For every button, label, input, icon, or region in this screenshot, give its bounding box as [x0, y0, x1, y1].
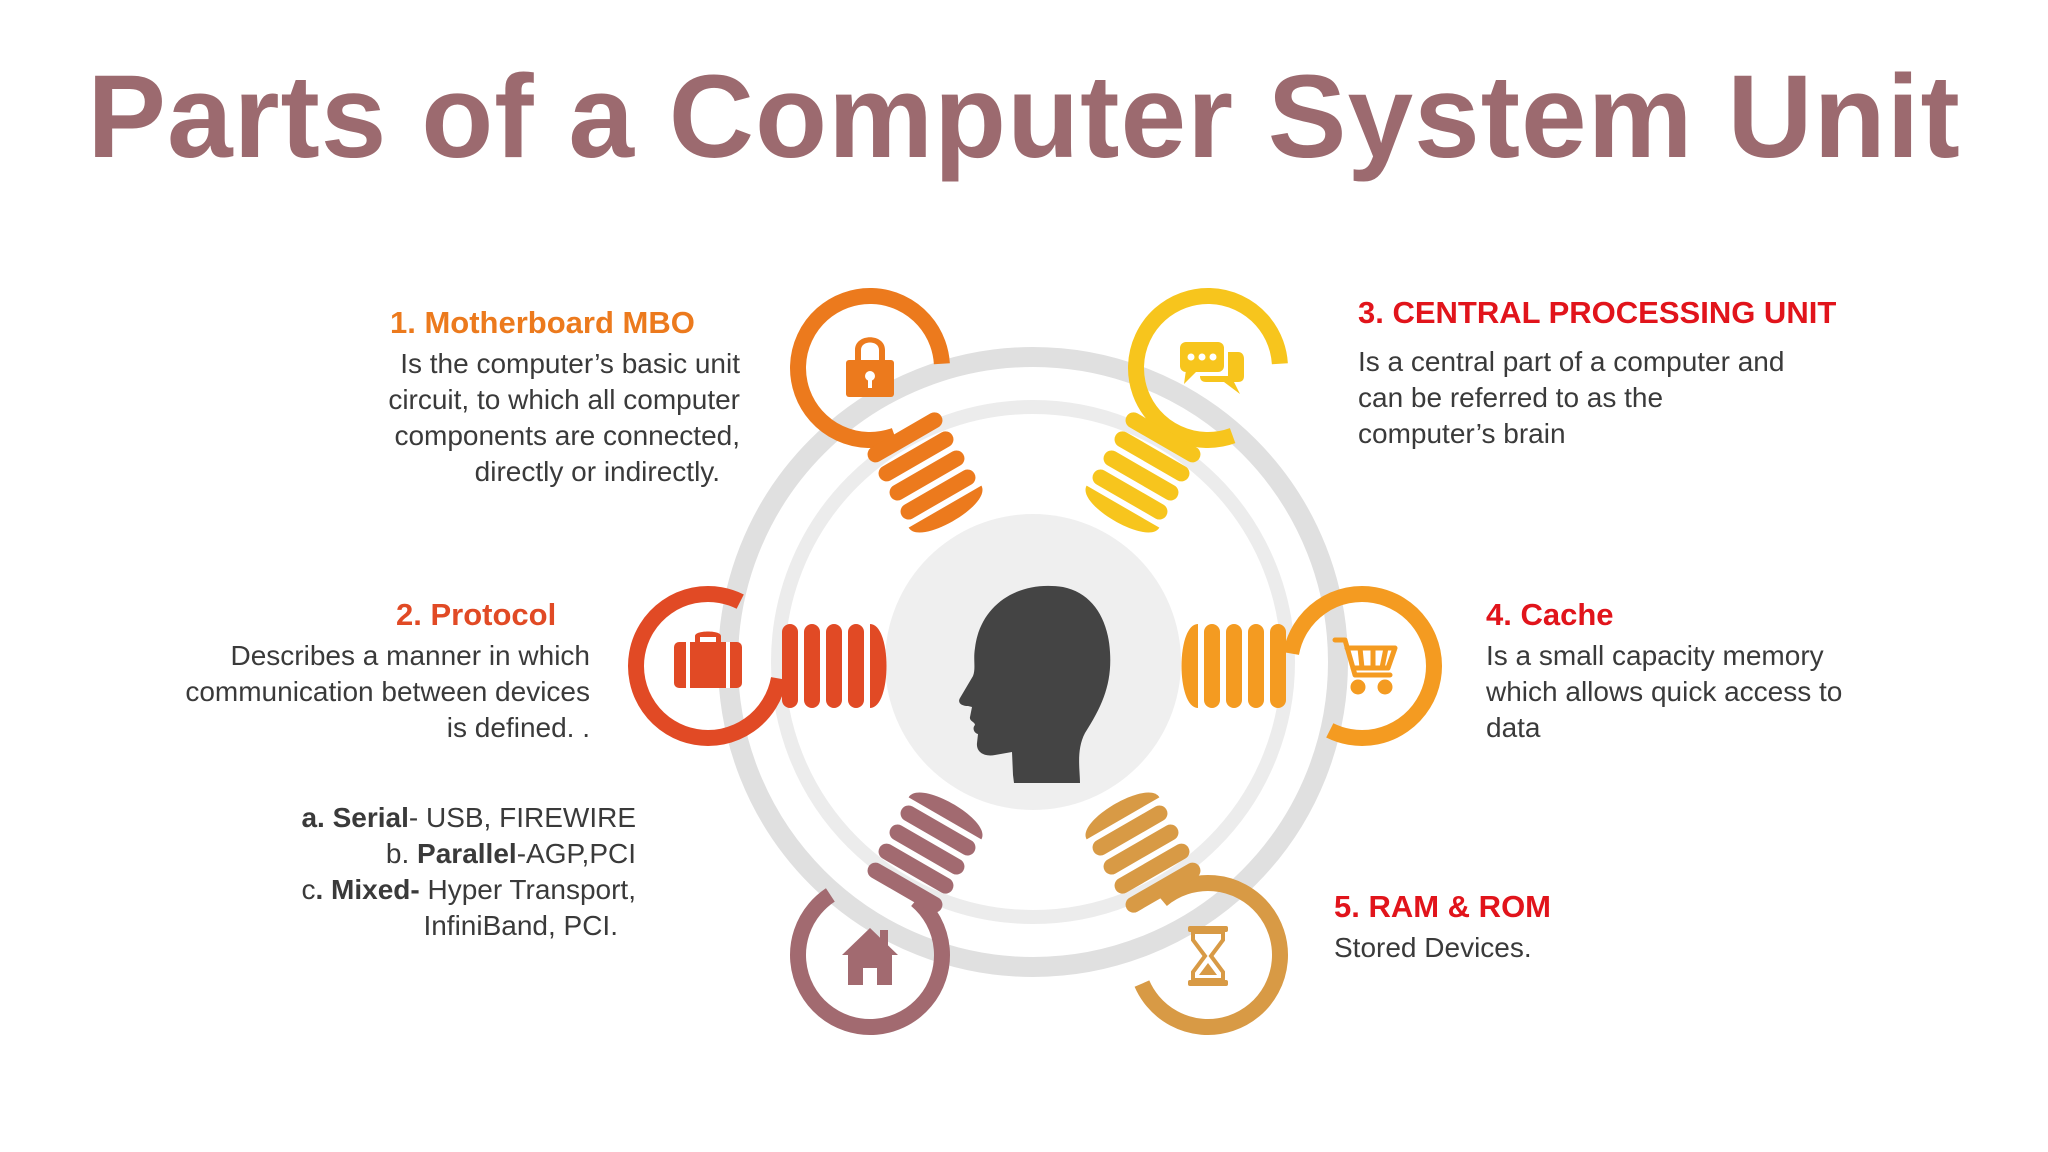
ram-rom-line-1: Stored Devices. — [1334, 932, 1532, 963]
motherboard-line-2: circuit, to which all computer — [388, 384, 740, 415]
motherboard-line-3: components are connected, — [394, 420, 740, 451]
cache-text: 4. Cache Is a small capacity memory whic… — [1486, 596, 1926, 746]
node-cache — [1181, 586, 1442, 746]
cache-heading: 4. Cache — [1486, 597, 1614, 632]
cpu-line-1: Is a central part of a computer and — [1358, 346, 1785, 377]
cpu-text: 3. CENTRAL PROCESSING UNIT Is a central … — [1358, 294, 1918, 452]
protocol-type-parallel: b. Parallel-AGP,PCI — [385, 838, 636, 869]
cpu-description: Is a central part of a computer and can … — [1358, 344, 1918, 452]
connector-motherboard — [867, 412, 983, 533]
protocol-text: 2. Protocol Describes a manner in which … — [140, 596, 590, 746]
motherboard-line-4: directly or indirectly. — [474, 456, 720, 487]
cache-line-3: data — [1486, 712, 1541, 743]
chat-bubbles-icon — [1180, 342, 1244, 394]
node-motherboard — [790, 288, 983, 533]
node-home — [790, 792, 983, 1035]
home-icon — [842, 928, 898, 985]
motherboard-description: Is the computer’s basic unit circuit, to… — [370, 346, 740, 490]
briefcase-icon — [674, 631, 742, 688]
node-ram-rom — [1085, 792, 1288, 1035]
node-protocol — [628, 586, 887, 746]
protocol-type-mixed: c. Mixed- Hyper Transport, — [301, 874, 636, 905]
ram-rom-heading: 5. RAM & ROM — [1334, 889, 1551, 924]
cache-description: Is a small capacity memory which allows … — [1486, 638, 1926, 746]
protocol-line-1: Describes a manner in which — [230, 640, 591, 671]
connector-home — [867, 792, 983, 913]
protocol-description: Describes a manner in which communicatio… — [140, 638, 590, 746]
connector-protocol — [782, 624, 887, 708]
protocol-line-2: communication between devices — [185, 676, 590, 707]
cpu-line-2: can be referred to as the — [1358, 382, 1664, 413]
cache-line-1: Is a small capacity memory — [1486, 640, 1824, 671]
protocol-line-3: is defined. . — [446, 712, 590, 743]
motherboard-text: 1. Motherboard MBO Is the computer’s bas… — [370, 304, 740, 490]
head-profile-icon — [959, 585, 1111, 783]
connector-cache — [1181, 624, 1286, 708]
motherboard-line-1: Is the computer’s basic unit — [400, 348, 740, 379]
page-title: Parts of a Computer System Unit — [87, 51, 1961, 183]
cpu-line-3: computer’s brain — [1358, 418, 1566, 449]
cpu-heading: 3. CENTRAL PROCESSING UNIT — [1358, 295, 1837, 330]
hourglass-icon — [1188, 926, 1228, 986]
protocol-type-mixed-cont: InfiniBand, PCI. — [423, 910, 618, 941]
protocol-heading: 2. Protocol — [396, 597, 557, 632]
shopping-cart-icon — [1332, 637, 1398, 695]
protocol-types-list: a. Serial- USB, FIREWIRE b. Parallel-AGP… — [240, 800, 636, 944]
ram-rom-description: Stored Devices. — [1334, 930, 1734, 966]
protocol-type-serial: a. Serial- USB, FIREWIRE — [301, 802, 636, 833]
connector-ram-rom — [1085, 792, 1201, 913]
lock-icon — [846, 337, 894, 397]
cache-line-2: which allows quick access to — [1486, 676, 1843, 707]
inner-ring — [771, 400, 1295, 924]
connector-cpu — [1085, 412, 1201, 533]
ram-rom-text: 5. RAM & ROM Stored Devices. — [1334, 888, 1734, 966]
motherboard-heading: 1. Motherboard MBO — [390, 305, 695, 340]
